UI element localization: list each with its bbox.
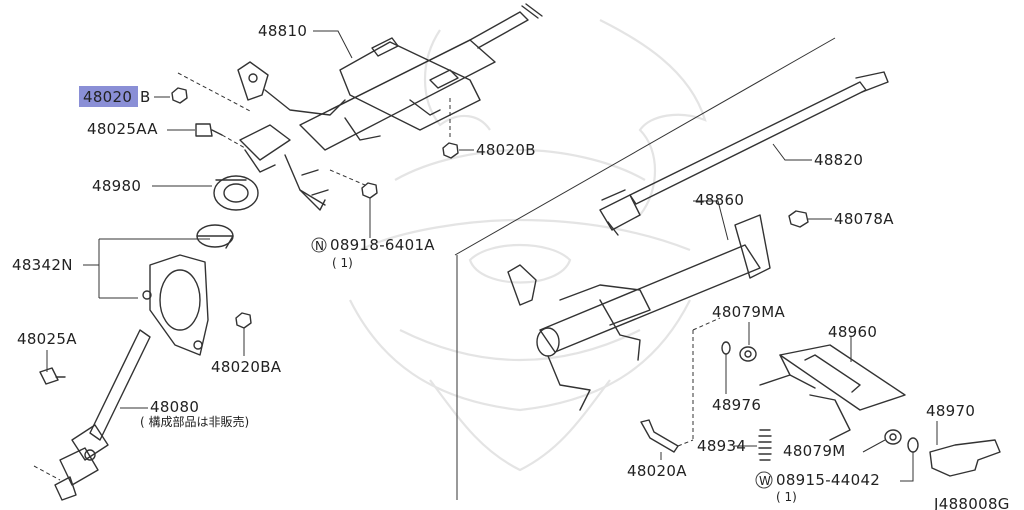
column-48860 xyxy=(539,244,761,353)
label-48020A: 48020A xyxy=(627,462,687,480)
callout-48020BA: 48020BA xyxy=(211,312,282,376)
upper-column-assembly xyxy=(237,3,543,211)
callout-48976: 48976 xyxy=(692,317,761,440)
label-08915-qty: ( 1) xyxy=(776,490,797,504)
shaft-48080 xyxy=(89,329,151,441)
label-48970: 48970 xyxy=(926,402,975,420)
callout-48970: 48970 xyxy=(926,402,1001,477)
label-48080-note: ( 構成部品は非販売) xyxy=(140,414,249,429)
label-48079M: 48079M xyxy=(783,442,845,460)
lock-48960 xyxy=(779,344,906,411)
nut-48020B xyxy=(442,142,459,159)
callout-48078A: 48078A xyxy=(788,210,894,228)
label-48025AA: 48025AA xyxy=(87,120,158,138)
section-divider xyxy=(454,37,836,256)
switch-48970 xyxy=(929,439,1001,477)
bolt-48020A xyxy=(640,419,679,453)
callout-48020B: 48020B xyxy=(442,98,536,159)
label-48820: 48820 xyxy=(814,151,863,169)
w-symbol xyxy=(755,471,773,489)
label-48079MA: 48079MA xyxy=(712,303,785,321)
label-48342N: 48342N xyxy=(12,256,73,274)
callout-48079MA: 48079MA xyxy=(712,303,785,362)
svg-text:N: N xyxy=(315,239,324,253)
callout-48810: 48810 xyxy=(258,22,353,59)
label-48025A: 48025A xyxy=(17,330,77,348)
watermark-logo xyxy=(349,19,707,472)
nut-48078A xyxy=(788,210,809,228)
label-48020-highlighted-suffix: B xyxy=(140,88,151,106)
label-48976: 48976 xyxy=(712,396,761,414)
callout-48860: 48860 xyxy=(507,191,771,411)
label-48960: 48960 xyxy=(828,323,877,341)
washer-48976 xyxy=(721,341,731,355)
boot-48342N xyxy=(149,254,209,356)
diagram-code: J488008G xyxy=(933,495,1010,510)
spring-48934 xyxy=(758,429,772,461)
label-48020B: 48020B xyxy=(476,141,536,159)
callout-48980: 48980 xyxy=(92,175,259,211)
shaft-48820 xyxy=(629,81,867,205)
label-48080: 48080 xyxy=(150,398,199,416)
label-48934: 48934 xyxy=(697,437,746,455)
nut-48020B-upper xyxy=(171,87,188,104)
nut-48020BA xyxy=(235,312,252,329)
label-08918-qty: ( 1) xyxy=(332,256,353,270)
callout-48934: 48934 xyxy=(697,429,772,461)
callout-48025A: 48025A xyxy=(17,330,77,385)
label-48020BA: 48020BA xyxy=(211,358,282,376)
bushing-48079MA xyxy=(739,346,757,362)
callout-48020B-highlighted: 48020 B xyxy=(79,72,253,113)
callout-08918-6401A: N 08918-6401A ( 1) xyxy=(311,169,435,270)
callout-48020A: 48020A xyxy=(627,419,694,480)
bolt-48025AA xyxy=(195,123,213,137)
callout-48342N: 48342N xyxy=(12,224,234,356)
callout-48025AA: 48025AA xyxy=(87,120,246,149)
label-08918-6401A: 08918-6401A xyxy=(330,236,435,254)
label-48020-highlighted: 48020 xyxy=(83,88,132,106)
nut-08918 xyxy=(361,182,378,199)
n-symbol xyxy=(311,237,327,253)
washer-08915 xyxy=(907,437,919,453)
callout-48080: 48080 ( 構成部品は非販売) xyxy=(33,329,249,501)
label-48810: 48810 xyxy=(258,22,307,40)
label-48078A: 48078A xyxy=(834,210,894,228)
bearing-48980 xyxy=(213,175,259,211)
label-48980: 48980 xyxy=(92,177,141,195)
svg-text:W: W xyxy=(759,474,771,488)
label-08915-44042: 08915-44042 xyxy=(776,471,880,489)
label-48860: 48860 xyxy=(695,191,744,209)
callout-48960: 48960 xyxy=(759,323,906,441)
bolt-48025A xyxy=(39,367,59,385)
callout-08915-44042: W 08915-44042 ( 1) xyxy=(755,452,914,504)
callout-48079M: 48079M xyxy=(783,429,919,460)
callout-48820: 48820 xyxy=(599,71,889,236)
bushing-48079M xyxy=(884,429,902,445)
